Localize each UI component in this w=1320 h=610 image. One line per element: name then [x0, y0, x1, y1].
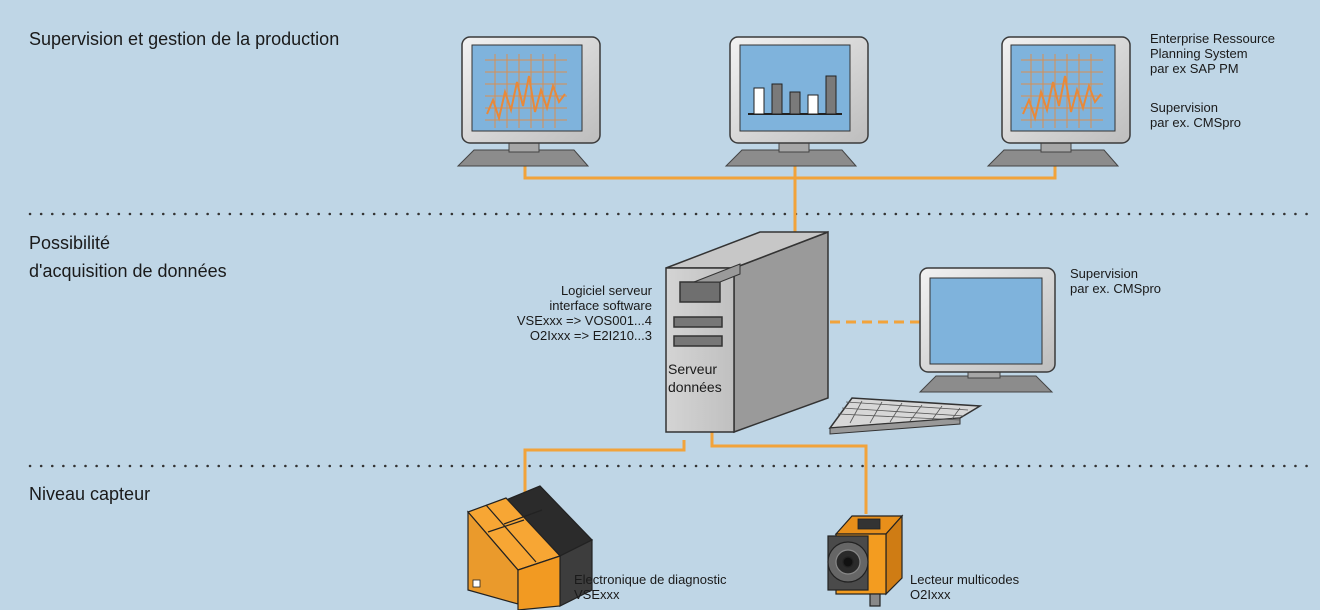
zone-title-supervision: Supervision et gestion de la production [29, 29, 340, 49]
zone-title-acquisition-line2: d'acquisition de données [29, 261, 227, 281]
server-label-line2: données [668, 379, 722, 395]
monitor-icon [918, 267, 1056, 393]
zone-title-sensor-level: Niveau capteur [29, 484, 151, 504]
software-caption-line: Logiciel serveur [560, 283, 652, 298]
diagnostic-module-icon [466, 485, 593, 610]
reader-caption-line1: Lecteur multicodes [910, 572, 1020, 587]
bar-chart-icon [748, 75, 842, 115]
software-caption-line: O2Ixxx => E2I210...3 [529, 328, 652, 343]
supervision-pc-caption-line2: par ex. CMSpro [1070, 281, 1162, 296]
zone-title-acquisition-line1: Possibilité [29, 233, 111, 253]
camera-sensor-icon [827, 514, 904, 607]
erp-caption-line: Planning System [1150, 46, 1248, 61]
network-cables [523, 160, 1057, 514]
erp-caption-line: par ex. CMSpro [1150, 115, 1242, 130]
erp-caption-line: par ex SAP PM [1150, 61, 1239, 76]
supervision-pc-caption-line1: Supervision [1070, 266, 1138, 281]
server-tower-icon [665, 230, 829, 434]
diagnostic-caption-line2: VSExxx [574, 587, 620, 602]
monitor-icon [456, 36, 601, 167]
monitor-icon [986, 36, 1131, 167]
server-label-line1: Serveur [668, 361, 718, 377]
monitor-icon [724, 36, 869, 167]
erp-caption-line: Enterprise Ressource [1150, 31, 1275, 46]
software-caption-line: VSExxx => VOS001...4 [516, 313, 652, 328]
erp-caption-line: Supervision [1150, 100, 1218, 115]
keyboard-icon [828, 397, 983, 435]
diagnostic-caption-line1: Electronique de diagnostic [574, 572, 727, 587]
reader-caption-line2: O2Ixxx [910, 587, 951, 602]
software-caption-line: interface software [549, 298, 652, 313]
